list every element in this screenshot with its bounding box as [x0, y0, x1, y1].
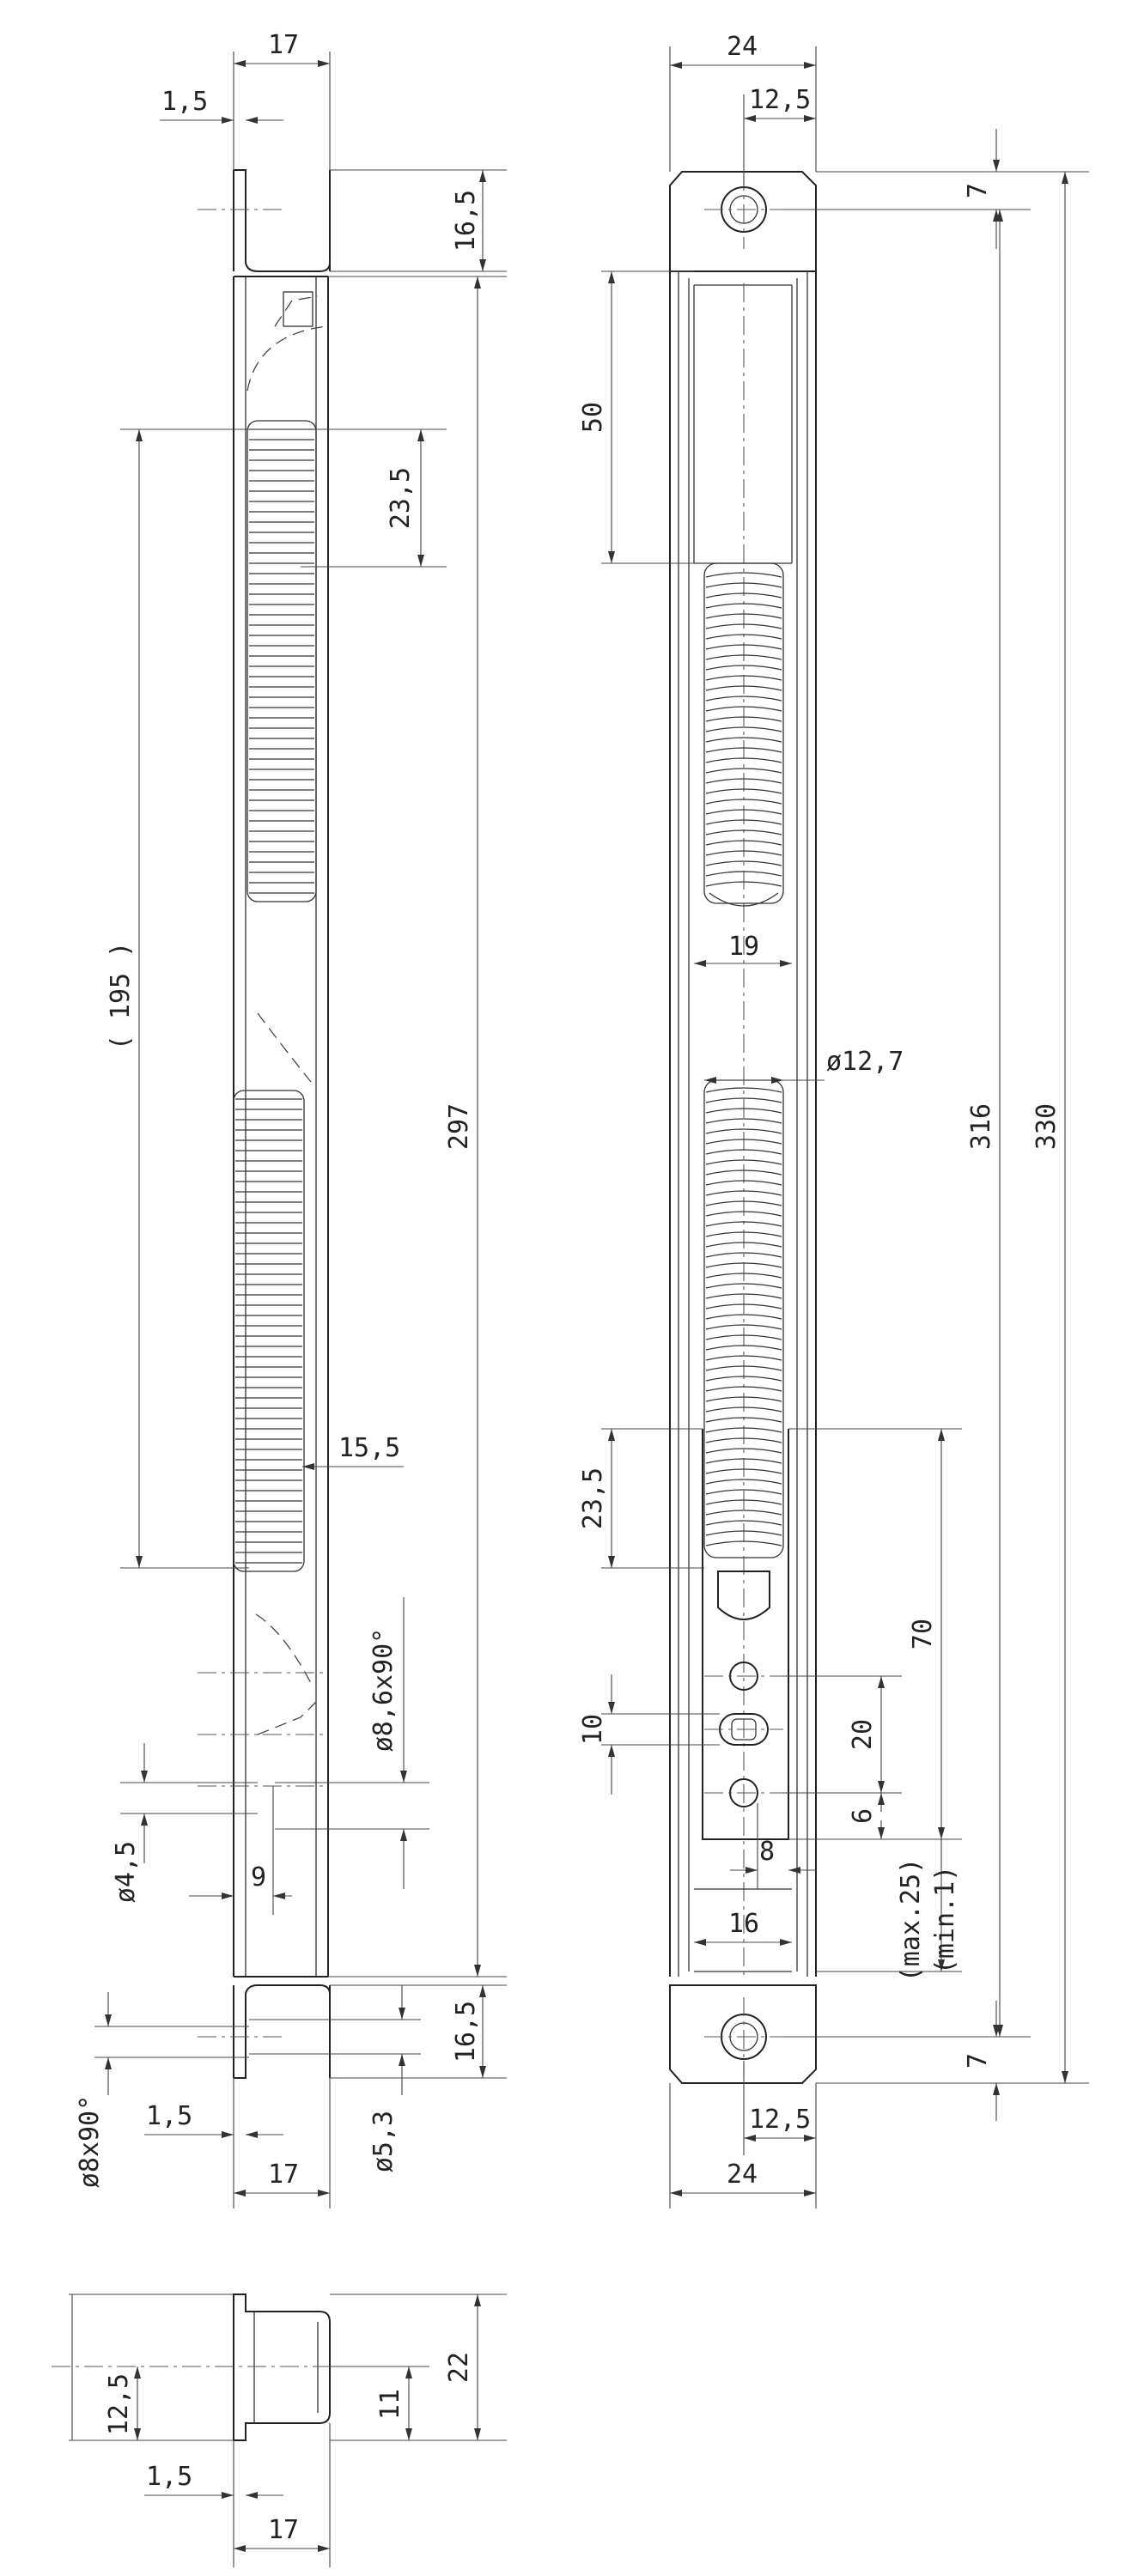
dim-front-hole-pitch: 20	[848, 1719, 878, 1750]
dim-side-width-top: 17	[268, 30, 299, 60]
dim-front-end-hole-top: 7	[963, 183, 993, 198]
side-spring-upper	[246, 420, 317, 902]
dim-front-inner-width: 16	[728, 1909, 759, 1939]
dim-front-hole-edge: 6	[848, 1808, 878, 1824]
dim-side-overall-length: 297	[444, 1103, 474, 1150]
side-spring-lower	[233, 1090, 305, 1572]
side-bottom-end-fitting	[198, 1984, 331, 2079]
dim-side-countersink-lower: ø8x90°	[75, 2095, 105, 2188]
front-top-bracket	[669, 171, 817, 272]
dim-side-spring-span: ( 195 )	[106, 942, 136, 1050]
front-dimension-lines	[601, 46, 1089, 2208]
side-top-end-fitting	[198, 169, 331, 272]
dim-end-half-height: 11	[375, 2389, 405, 2420]
dim-front-end-hole-bottom: 7	[963, 2053, 993, 2069]
end-dimension-lines	[69, 2293, 507, 2567]
dim-side-end-height-top: 16,5	[451, 190, 481, 252]
dim-front-centers-length: 316	[966, 1103, 996, 1150]
front-bottom-bracket	[669, 1984, 817, 2084]
dim-front-hole-offset-top: 12,5	[749, 85, 811, 115]
dim-end-height: 22	[444, 2352, 474, 2383]
dim-side-hole-bottom: ø5,3	[368, 2111, 399, 2172]
dim-side-end-height-bottom: 16,5	[451, 2001, 481, 2063]
dim-front-plate-width: 8	[759, 1837, 775, 1867]
end-view: 12,5 22 11 1,5 17	[52, 2293, 507, 2567]
dim-side-spring-width: 15,5	[338, 1433, 400, 1463]
dim-front-width-bottom: 24	[727, 2160, 758, 2190]
side-main-tube	[198, 276, 329, 1978]
dim-end-center-height: 12,5	[104, 2373, 134, 2435]
dim-end-wall: 1,5	[146, 2462, 192, 2492]
dim-front-travel-min: (min.1)	[930, 1866, 960, 1974]
dim-side-spring-length: 23,5	[386, 467, 416, 529]
dim-front-slot-height: 10	[578, 1714, 608, 1745]
side-dimension-lines	[94, 52, 507, 2208]
front-mounting-plate	[702, 1429, 789, 1840]
front-view: 24 12,5 7 50 330 316 19 ø12,7 23,5 70 20…	[578, 32, 1089, 2208]
front-spring-upper	[703, 562, 784, 907]
side-dimension-labels: 17 1,5 16,5 23,5 ( 195 ) 297 15,5 ø8,6x9…	[75, 30, 481, 2190]
dim-front-travel-max: (max.25)	[896, 1858, 926, 1983]
dim-side-width-bottom: 17	[268, 2160, 299, 2190]
end-profile	[52, 2293, 344, 2441]
dim-front-hole-offset-bottom: 12,5	[749, 2105, 811, 2135]
front-dimension-labels: 24 12,5 7 50 330 316 19 ø12,7 23,5 70 20…	[578, 32, 1062, 2190]
dim-front-plate-length: 70	[908, 1619, 938, 1649]
dim-front-width-top: 24	[727, 32, 758, 62]
dim-end-width: 17	[268, 2515, 299, 2545]
dim-front-slot-top: 50	[578, 402, 608, 433]
front-housing	[669, 271, 817, 1977]
dim-side-offset: 9	[251, 1862, 266, 1893]
side-view: 17 1,5 16,5 23,5 ( 195 ) 297 15,5 ø8,6x9…	[75, 30, 507, 2208]
dim-side-wall-top: 1,5	[161, 87, 208, 117]
dim-front-spring-length: 23,5	[578, 1467, 608, 1529]
dim-front-overall-length: 330	[1032, 1103, 1062, 1150]
dim-front-spring-dia: ø12,7	[826, 1047, 904, 1077]
end-dimension-labels: 12,5 22 11 1,5 17	[104, 2352, 474, 2545]
dim-side-hole-small: ø4,5	[111, 1841, 141, 1903]
dim-front-gap-width: 19	[728, 932, 759, 962]
dim-side-countersink-upper: ø8,6x90°	[368, 1628, 399, 1753]
dim-side-wall-bottom: 1,5	[146, 2101, 192, 2131]
